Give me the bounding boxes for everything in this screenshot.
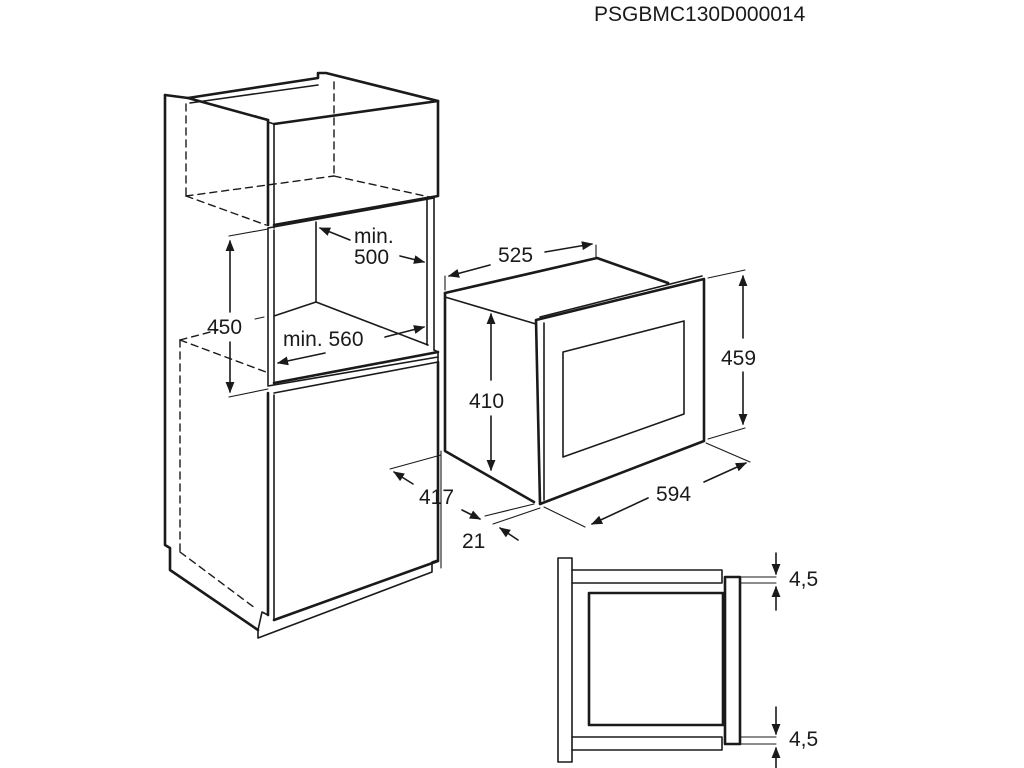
- cabinet-dimensions: 450 min. 500 min. 560: [207, 225, 426, 398]
- gap-bottom-label: 4,5: [789, 728, 818, 751]
- width-label: 594: [656, 483, 691, 506]
- niche-width-label: min. 560: [283, 328, 364, 351]
- niche-depth-label-line2: 500: [354, 246, 389, 269]
- front-thickness-label: 21: [462, 530, 485, 553]
- drawing-code: PSGBMC130D000014: [594, 3, 806, 26]
- niche-depth-label-line1: min.: [354, 225, 394, 248]
- gap-detail-section: 4,5 4,5: [557, 552, 818, 768]
- body-height-label: 410: [469, 390, 504, 413]
- appliance-dimensions: 525 410 459 594 417 21: [389, 241, 756, 569]
- depth-label: 525: [498, 244, 533, 267]
- cabinet: [163, 71, 440, 639]
- microwave-appliance: [443, 256, 706, 506]
- body-depth-label: 417: [419, 486, 454, 509]
- niche-height-label: 450: [207, 316, 242, 339]
- gap-top-label: 4,5: [789, 568, 818, 591]
- front-height-label: 459: [721, 347, 756, 370]
